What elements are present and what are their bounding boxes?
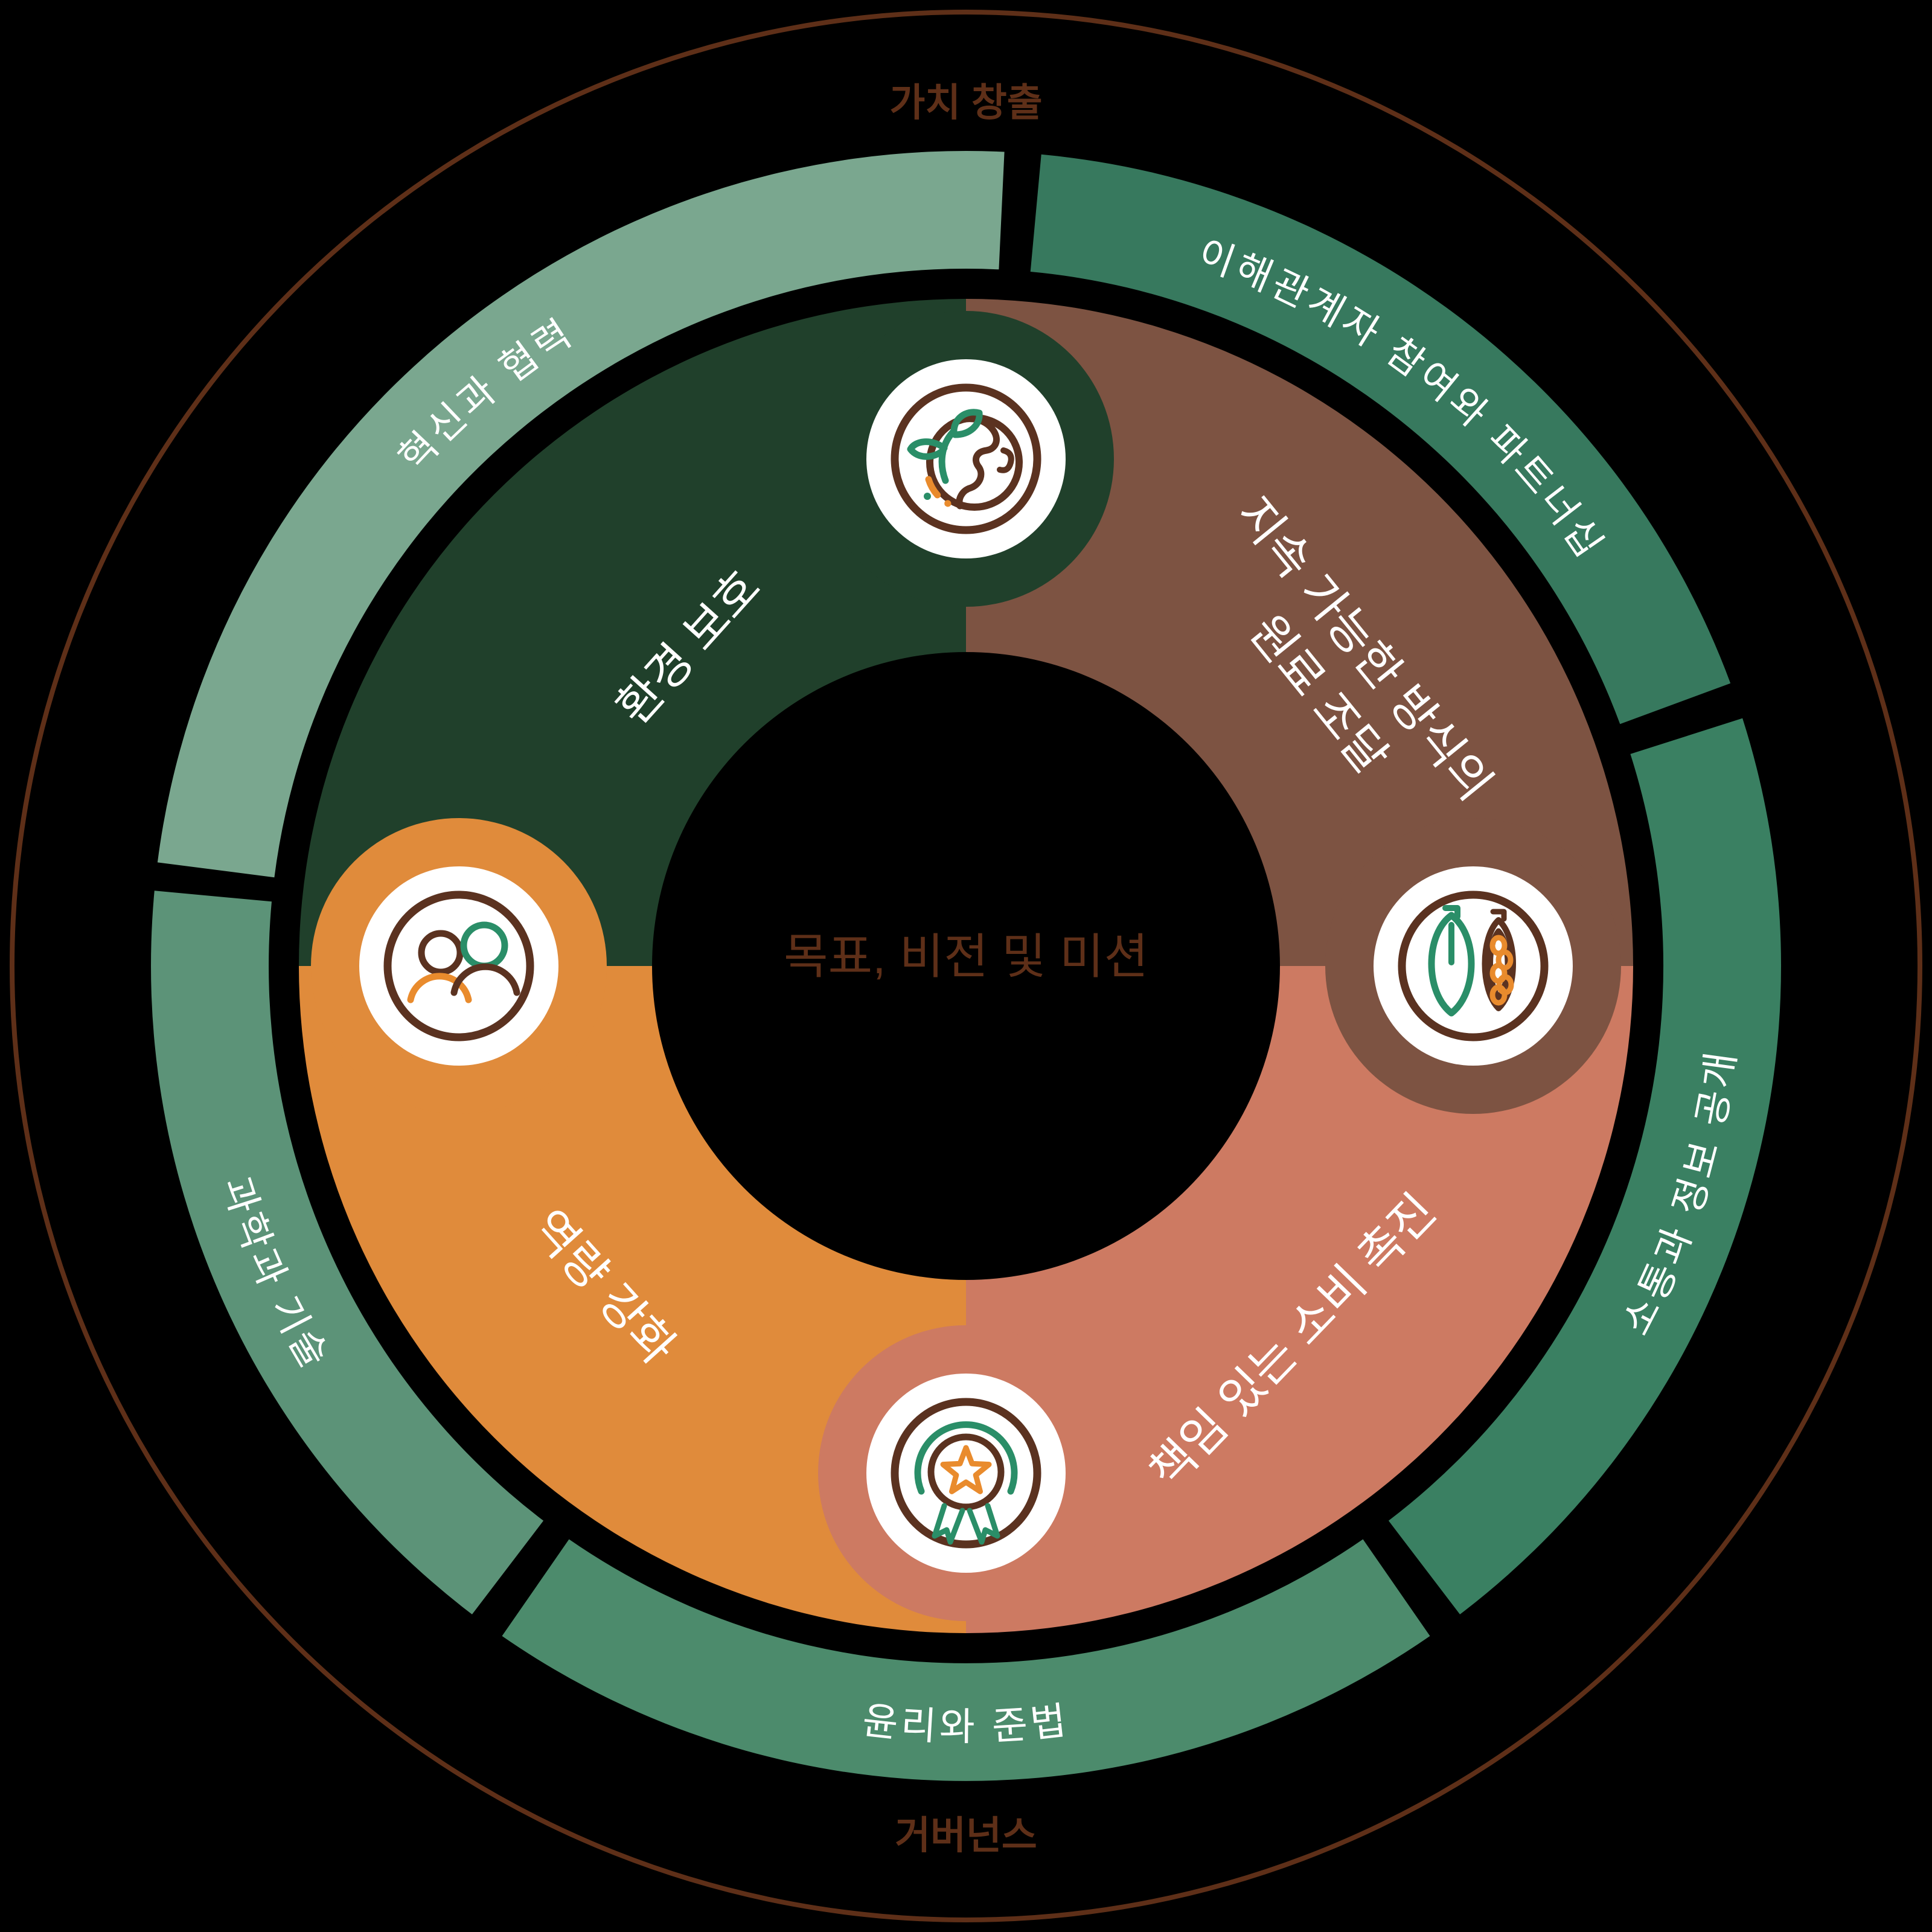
people-icon — [383, 891, 534, 1041]
ring-segment-stakeholder — [1030, 154, 1731, 724]
cacao-pod-icon — [1398, 891, 1549, 1041]
donut-segment-environment — [299, 299, 966, 966]
ring-segment-science — [151, 891, 544, 1614]
outer-boundary-circle — [10, 10, 1922, 1922]
donut-segment-capacity — [299, 966, 966, 1633]
ring-segment-innovation — [157, 150, 1005, 878]
ring-segment-communication — [1388, 718, 1782, 1614]
donut-segment-consumption — [966, 966, 1633, 1633]
award-ribbon-icon — [891, 1398, 1041, 1549]
donut-segment-sourcing — [966, 299, 1633, 966]
outer-label-bottom: 거버넌스 — [895, 1814, 1037, 1857]
ring-segment-ethics — [502, 1539, 1430, 1781]
earth-sprout-icon — [891, 383, 1041, 534]
center-label: 목표, 비전 및 미션 — [784, 930, 1148, 984]
inner-donut — [299, 299, 1633, 1633]
ring-label-ethics: 윤리와 준법 — [860, 1698, 1072, 1748]
outer-label-top: 가치 창출 — [889, 81, 1042, 124]
